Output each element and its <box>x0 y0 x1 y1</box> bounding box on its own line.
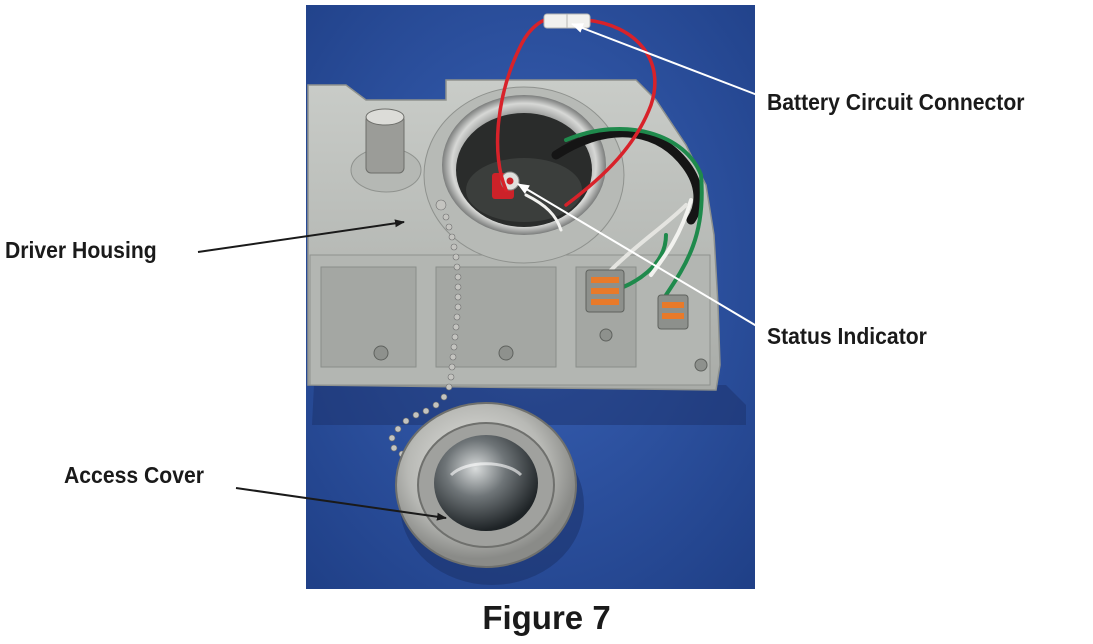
callout-driver-housing: Driver Housing <box>5 237 157 263</box>
callout-access-cover: Access Cover <box>64 462 204 488</box>
device-photo <box>306 5 755 589</box>
access-cover-glass <box>434 435 538 531</box>
lever-connector-right <box>657 294 689 330</box>
callout-status-indicator: Status Indicator <box>767 323 927 349</box>
bolt <box>694 358 708 372</box>
bolt <box>599 328 613 342</box>
callout-battery-circuit-connector: Battery Circuit Connector <box>767 89 1025 115</box>
housing-shadow <box>312 385 746 425</box>
figure-caption: Figure 7 <box>482 599 611 636</box>
shaft-top <box>365 108 405 126</box>
bolt <box>373 345 389 361</box>
bolt <box>498 345 514 361</box>
red-wire <box>495 17 553 192</box>
access-cover-glare <box>449 462 523 477</box>
housing-rib-left <box>320 266 417 368</box>
opening-interior-shade <box>466 158 582 222</box>
status-indicator-led-center <box>506 177 514 185</box>
lever-connector-left <box>585 269 625 313</box>
